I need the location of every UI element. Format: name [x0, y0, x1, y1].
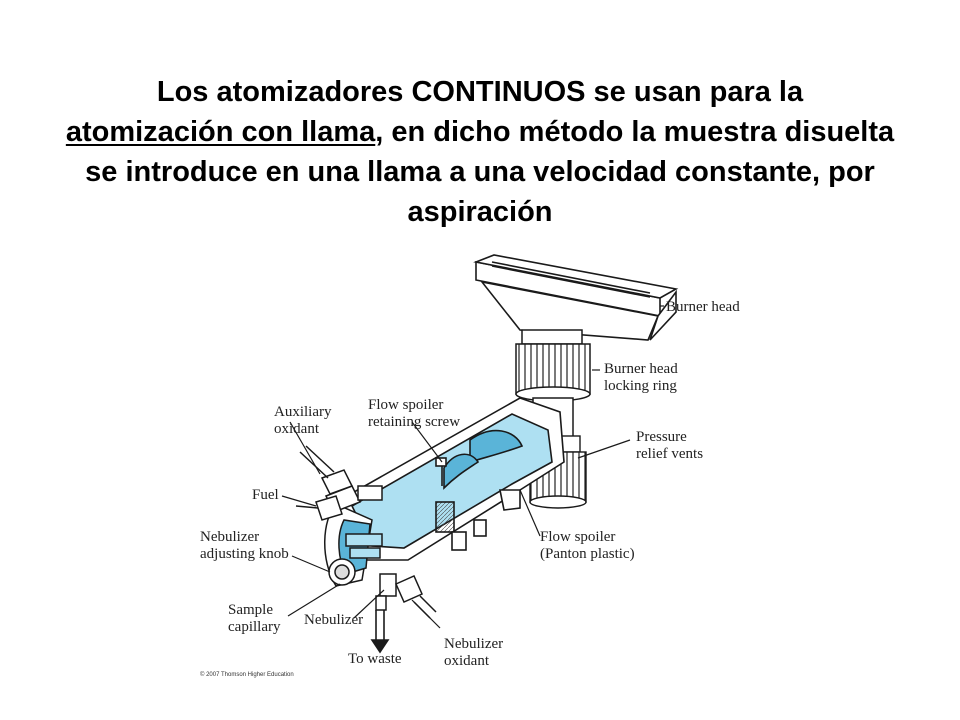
label-burner-head-locking-ring-2: locking ring [604, 378, 677, 394]
slide-title: Los atomizadores CONTINUOS se usan para … [60, 72, 900, 232]
label-pressure-relief-vents-1: Pressure [636, 429, 687, 445]
label-nebulizer-adjusting-knob-1: Nebulizer [200, 529, 259, 545]
waste-drain [370, 610, 390, 654]
label-flow-spoiler-1: Flow spoiler [540, 529, 615, 545]
label-burner-head-locking-ring-1: Burner head [604, 361, 678, 377]
leader-lines [281, 305, 664, 629]
label-pressure-relief-vents-2: relief vents [636, 446, 703, 462]
label-sample-capillary-1: Sample [228, 602, 273, 618]
label-nebulizer: Nebulizer [304, 612, 363, 628]
title-part-1: Los atomizadores CONTINUOS se usan para … [156, 76, 804, 108]
label-auxiliary-oxidant-2: oxidant [274, 421, 320, 437]
spray-chamber [339, 397, 565, 561]
label-nebulizer-oxidant-2: oxidant [444, 653, 490, 669]
label-sample-capillary-2: capillary [228, 619, 281, 635]
burner-head [473, 254, 679, 341]
title-part-3: , en dicho método la muestra disuelta se… [85, 116, 895, 228]
label-fuel: Fuel [252, 487, 279, 503]
label-nebulizer-oxidant-1: Nebulizer [444, 636, 503, 652]
label-flow-spoiler-retaining-screw-2: retaining screw [368, 414, 460, 430]
nebulizer-assembly [324, 485, 397, 611]
title-underlined-term: atomización con llama [65, 116, 376, 148]
gas-fittings [295, 445, 437, 619]
label-flow-spoiler-retaining-screw-1: Flow spoiler [368, 397, 443, 413]
label-to-waste: To waste [348, 651, 402, 667]
label-auxiliary-oxidant-1: Auxiliary [274, 404, 332, 420]
label-burner-head: Burner head [666, 299, 740, 315]
copyright-notice: © 2007 Thomson Higher Education [200, 671, 294, 678]
label-flow-spoiler-2: (Panton plastic) [540, 546, 635, 562]
label-nebulizer-adjusting-knob-2: adjusting knob [200, 546, 289, 562]
